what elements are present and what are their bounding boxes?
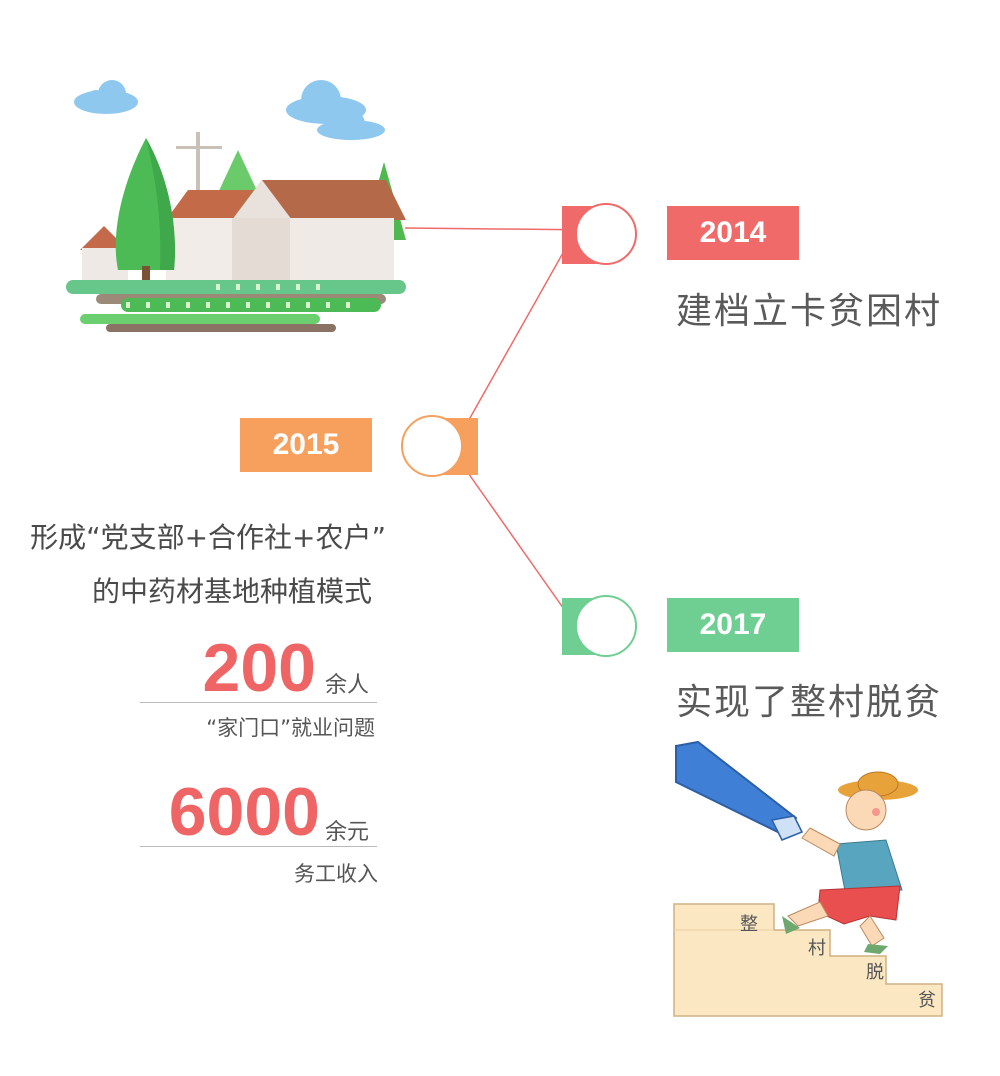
connector-2014-2015	[465, 243, 569, 426]
connector-2015-2017	[465, 469, 567, 613]
year-badge-2017: 2017	[667, 598, 799, 652]
village-illustration	[66, 80, 406, 332]
year-badge-2015: 2015	[240, 418, 372, 472]
cloud-icon	[286, 80, 385, 140]
stat-divider-2	[140, 846, 377, 847]
stair-char-2: 村	[808, 938, 826, 959]
stat-label-employment: “家门口”就业问题	[206, 716, 375, 740]
desc-2015-line1: 形成“党支部+合作社+农户”	[30, 521, 386, 554]
stair-char-3: 脱	[866, 962, 884, 983]
node-2015	[401, 415, 478, 477]
caption-2017: 实现了整村脱贫	[676, 682, 943, 723]
stat-value-employment: 200	[202, 630, 316, 706]
stat-unit-employment: 余人	[325, 673, 370, 698]
cloud-icon	[74, 80, 138, 114]
caption-2014: 建档立卡贫困村	[676, 291, 943, 332]
stair-char-4: 贫	[918, 990, 936, 1011]
stat-value-income: 6000	[168, 774, 320, 850]
node-2017	[562, 595, 637, 657]
climbing-stairs-illustration: 整 村 脱 贫	[673, 740, 943, 1017]
node-2014	[562, 203, 637, 265]
year-badge-2014: 2014	[667, 206, 799, 260]
stat-label-income: 务工收入	[294, 862, 378, 886]
stair-char-1: 整	[740, 914, 758, 935]
stat-divider-1	[140, 702, 377, 703]
stat-unit-income: 余元	[325, 820, 370, 845]
desc-2015-line2: 的中药材基地种植模式	[91, 575, 372, 608]
